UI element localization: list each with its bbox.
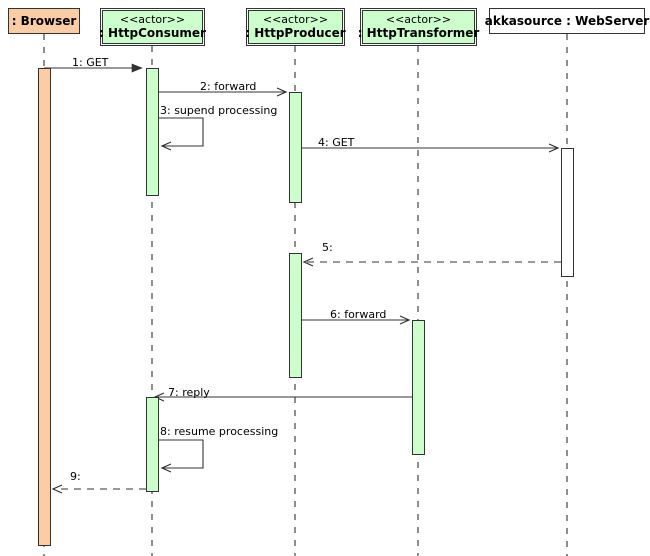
lifeline-head-httptransformer[interactable]: <<actor>> : HttpTransformer [357, 8, 480, 46]
message-label-6: 6: forward [330, 308, 387, 321]
stereotype-httptransformer: <<actor>> [385, 13, 452, 26]
activation-bar-browser [38, 68, 51, 546]
activation-bar-httpproducer-1 [289, 92, 302, 203]
lifeline-name-browser: : Browser [11, 13, 77, 28]
lifeline-name-httptransformer: : HttpTransformer [357, 26, 480, 40]
activation-bar-httpconsumer-1 [146, 68, 159, 196]
lifeline-head-httpproducer[interactable]: <<actor>> : HttpProducer [245, 8, 346, 46]
message-label-1: 1: GET [72, 56, 109, 69]
activation-bar-httptransformer-1 [412, 320, 425, 455]
lifeline-dashes [43, 34, 568, 556]
lifeline-name-webserver: akkasource : WebServer [484, 13, 650, 28]
message-label-8: 8: resume processing [160, 425, 279, 438]
message-label-3: 3: supend processing [160, 104, 278, 117]
stereotype-httpconsumer: <<actor>> [119, 13, 186, 26]
lifeline-head-httpconsumer[interactable]: <<actor>> : HttpConsumer [99, 8, 206, 46]
activation-bar-webserver-1 [561, 148, 574, 277]
message-label-5: 5: [322, 241, 333, 254]
message-arrow-3-self [158, 117, 204, 151]
activation-bar-httpproducer-2 [289, 253, 302, 378]
activation-bar-httpconsumer-2 [146, 397, 159, 492]
message-label-4: 4: GET [318, 136, 355, 149]
lifeline-head-webserver[interactable]: akkasource : WebServer [485, 8, 649, 34]
message-arrow-8-self [158, 439, 204, 473]
message-label-2: 2: forward [200, 80, 257, 93]
lifeline-name-httpconsumer: : HttpConsumer [99, 26, 206, 40]
stereotype-httpproducer: <<actor>> [262, 13, 329, 26]
lifeline-name-httpproducer: : HttpProducer [245, 26, 346, 40]
message-label-9: 9: [70, 470, 81, 483]
message-label-7: 7: reply [168, 386, 210, 399]
lifeline-head-browser[interactable]: : Browser [8, 8, 80, 34]
